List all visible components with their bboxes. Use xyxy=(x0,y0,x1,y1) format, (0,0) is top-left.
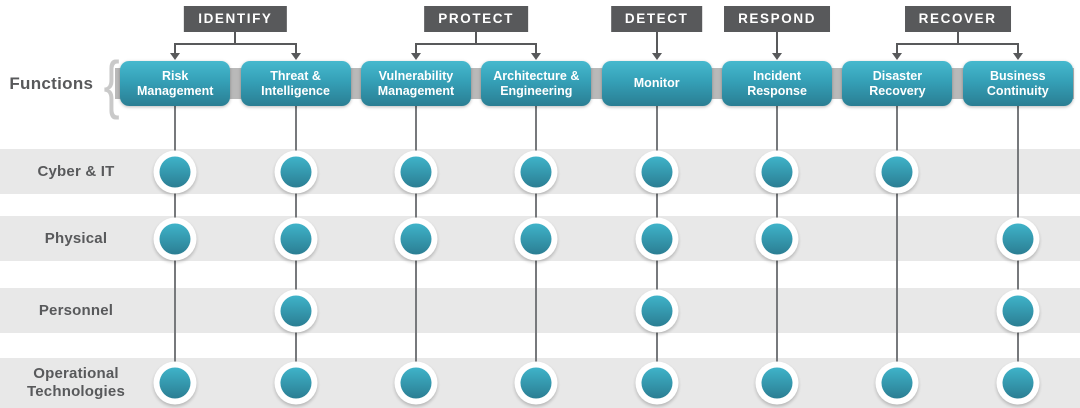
matrix-dot xyxy=(996,361,1040,405)
arrow-down-icon xyxy=(776,32,779,53)
matrix-dot xyxy=(153,361,197,405)
arrow-down-icon xyxy=(414,43,417,53)
matrix-dot xyxy=(394,361,438,405)
functions-label: Functions xyxy=(9,73,94,93)
function-box-vulnerability-management: Vulnerability Management xyxy=(360,61,471,106)
matrix-dot xyxy=(514,217,558,261)
matrix-dot xyxy=(635,289,679,333)
function-box-incident-response: Incident Response xyxy=(722,61,833,106)
row-label-operational-technologies: Operational Technologies xyxy=(27,365,125,400)
connector-bar-identify xyxy=(175,43,296,45)
matrix-dot xyxy=(996,289,1040,333)
diagram-grid: IDENTIFY PROTECT DETECT RESPOND RECOVER … xyxy=(115,0,1078,408)
arrow-down-icon xyxy=(294,43,297,53)
function-box-disaster-recovery: Disaster Recovery xyxy=(842,61,953,106)
function-box-architecture-engineering: Architecture & Engineering xyxy=(481,61,592,106)
matrix-dot xyxy=(514,361,558,405)
matrix-dot xyxy=(635,150,679,194)
connector-stub-recover xyxy=(956,32,959,43)
phase-box-protect: PROTECT xyxy=(424,6,528,33)
matrix-dot xyxy=(394,150,438,194)
matrix-dot xyxy=(755,150,799,194)
matrix-dot xyxy=(274,217,318,261)
matrix-dot xyxy=(274,150,318,194)
matrix-dot xyxy=(996,217,1040,261)
row-label-cyber-it: Cyber & IT xyxy=(37,162,115,180)
functions-label-group: Functions { xyxy=(0,52,119,116)
matrix-dot xyxy=(394,217,438,261)
phase-box-identify: IDENTIFY xyxy=(184,6,287,33)
matrix-dot xyxy=(274,289,318,333)
function-box-business-continuity: Business Continuity xyxy=(962,61,1073,106)
matrix-dot xyxy=(635,361,679,405)
matrix-dot xyxy=(875,150,919,194)
matrix-dot xyxy=(755,361,799,405)
phase-box-respond: RESPOND xyxy=(724,6,831,33)
function-box-monitor: Monitor xyxy=(601,61,712,106)
matrix-dot xyxy=(514,150,558,194)
matrix-dot xyxy=(755,217,799,261)
connector-stub-protect xyxy=(475,32,478,43)
row-label-personnel: Personnel xyxy=(38,301,114,319)
matrix-dot xyxy=(153,217,197,261)
row-label-physical: Physical xyxy=(44,229,108,247)
row-band-personnel: Personnel xyxy=(0,288,1080,333)
column-line xyxy=(896,106,899,383)
connector-stub-identify xyxy=(234,32,237,43)
connector-bar-protect xyxy=(415,43,537,45)
matrix-dot xyxy=(875,361,919,405)
matrix-dot xyxy=(153,150,197,194)
phase-box-recover: RECOVER xyxy=(904,6,1011,33)
arrow-down-icon xyxy=(896,43,899,53)
curly-brace-icon: { xyxy=(103,47,120,120)
function-box-threat-intelligence: Threat & Intelligence xyxy=(240,61,351,106)
arrow-down-icon xyxy=(174,43,177,53)
connector-bar-recover xyxy=(897,43,1018,45)
matrix-dot xyxy=(635,217,679,261)
function-box-risk-management: Risk Management xyxy=(120,61,231,106)
phase-box-detect: DETECT xyxy=(610,6,703,33)
arrow-down-icon xyxy=(1016,43,1019,53)
arrow-down-icon xyxy=(655,32,658,53)
matrix-dot xyxy=(274,361,318,405)
arrow-down-icon xyxy=(535,43,538,53)
